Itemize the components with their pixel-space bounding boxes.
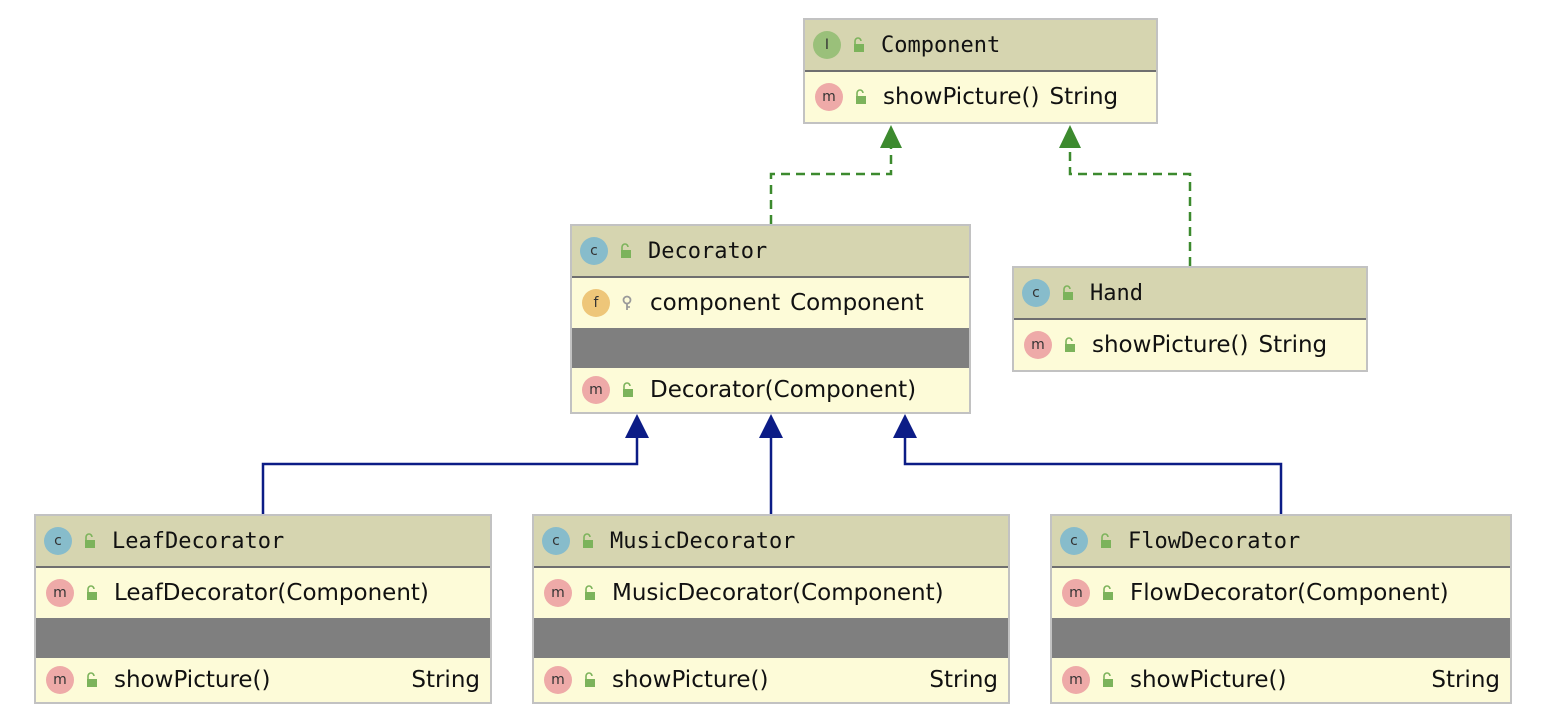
edge-music-decorator — [759, 414, 783, 514]
unlocked-public-icon — [1065, 337, 1075, 352]
method-icon: m — [815, 83, 843, 111]
class-header: c FlowDecorator — [1052, 516, 1510, 568]
class-leaf-decorator[interactable]: c LeafDecorator m LeafDecorator(Componen… — [34, 514, 492, 704]
unlocked-public-icon — [1103, 672, 1113, 687]
edge-leaf-decorator — [261, 414, 649, 514]
method-row[interactable]: m showPicture() String — [36, 658, 490, 702]
class-component[interactable]: I Component m showPicture() String — [803, 18, 1158, 124]
unlocked-public-icon — [621, 243, 631, 258]
edge-flow-decorator — [893, 414, 1283, 514]
method-icon: m — [544, 666, 572, 694]
class-flow-decorator[interactable]: c FlowDecorator m FlowDecorator(Componen… — [1050, 514, 1512, 704]
section-separator — [1052, 618, 1510, 658]
unlocked-public-icon — [85, 533, 95, 548]
method-return-type: String — [411, 667, 480, 693]
unlocked-public-icon — [854, 37, 864, 52]
unlocked-public-icon — [1063, 285, 1073, 300]
method-row[interactable]: m Decorator(Component) — [572, 368, 969, 412]
method-icon: m — [1062, 666, 1090, 694]
constructor-name: FlowDecorator(Component) — [1130, 580, 1449, 606]
method-icon: m — [46, 666, 74, 694]
class-name: LeafDecorator — [112, 528, 285, 554]
method-return-type: String — [1049, 84, 1119, 110]
class-icon: c — [1022, 279, 1050, 307]
unlocked-public-icon — [623, 382, 633, 397]
class-music-decorator[interactable]: c MusicDecorator m MusicDecorator(Compon… — [532, 514, 1010, 704]
section-separator — [36, 618, 490, 658]
method-icon: m — [544, 579, 572, 607]
unlocked-public-icon — [583, 533, 593, 548]
unlocked-public-icon — [1101, 533, 1111, 548]
unlocked-public-icon — [87, 672, 97, 687]
class-header: I Component — [805, 20, 1156, 72]
key-protected-icon — [622, 295, 632, 310]
class-name: FlowDecorator — [1128, 528, 1301, 554]
class-hand[interactable]: c Hand m showPicture() String — [1012, 266, 1368, 372]
method-icon: m — [1062, 579, 1090, 607]
class-header: c MusicDecorator — [534, 516, 1008, 568]
method-row[interactable]: m showPicture() String — [534, 658, 1008, 702]
class-icon: c — [1060, 527, 1088, 555]
unlocked-public-icon — [1103, 585, 1113, 600]
class-header: c LeafDecorator — [36, 516, 490, 568]
unlocked-public-icon — [585, 585, 595, 600]
field-icon: f — [582, 289, 610, 317]
field-name: component — [650, 290, 781, 316]
class-name: MusicDecorator — [610, 528, 796, 554]
method-name: Decorator(Component) — [650, 377, 917, 403]
method-return-type: String — [1431, 667, 1500, 693]
class-icon: c — [542, 527, 570, 555]
interface-icon: I — [813, 31, 841, 59]
method-row[interactable]: m showPicture() String — [805, 72, 1156, 122]
constructor-row[interactable]: m LeafDecorator(Component) — [36, 568, 490, 618]
field-type: Component — [790, 290, 924, 316]
class-icon: c — [580, 237, 608, 265]
method-icon: m — [46, 579, 74, 607]
method-return-type: String — [929, 667, 998, 693]
method-name: showPicture() — [883, 84, 1040, 110]
edge-hand-component — [1059, 125, 1192, 266]
unlocked-public-icon — [856, 89, 866, 104]
method-icon: m — [582, 376, 610, 404]
method-name: showPicture() — [114, 667, 271, 693]
class-name: Component — [881, 32, 1001, 58]
section-separator — [572, 328, 969, 368]
unlocked-public-icon — [585, 672, 595, 687]
class-name: Hand — [1090, 280, 1143, 306]
class-header: c Decorator — [572, 226, 969, 278]
constructor-name: MusicDecorator(Component) — [612, 580, 944, 606]
edge-decorator-component — [769, 125, 902, 224]
method-name: showPicture() — [1092, 332, 1249, 358]
constructor-row[interactable]: m MusicDecorator(Component) — [534, 568, 1008, 618]
constructor-row[interactable]: m FlowDecorator(Component) — [1052, 568, 1510, 618]
class-name: Decorator — [648, 238, 768, 264]
unlocked-public-icon — [87, 585, 97, 600]
section-separator — [534, 618, 1008, 658]
field-row[interactable]: f component Component — [572, 278, 969, 328]
method-row[interactable]: m showPicture() String — [1052, 658, 1510, 702]
method-name: showPicture() — [1130, 667, 1287, 693]
method-name: showPicture() — [612, 667, 769, 693]
method-icon: m — [1024, 331, 1052, 359]
constructor-name: LeafDecorator(Component) — [114, 580, 429, 606]
class-decorator[interactable]: c Decorator f component Component m Deco… — [570, 224, 971, 414]
method-row[interactable]: m showPicture() String — [1014, 320, 1366, 370]
method-return-type: String — [1258, 332, 1328, 358]
class-header: c Hand — [1014, 268, 1366, 320]
class-icon: c — [44, 527, 72, 555]
